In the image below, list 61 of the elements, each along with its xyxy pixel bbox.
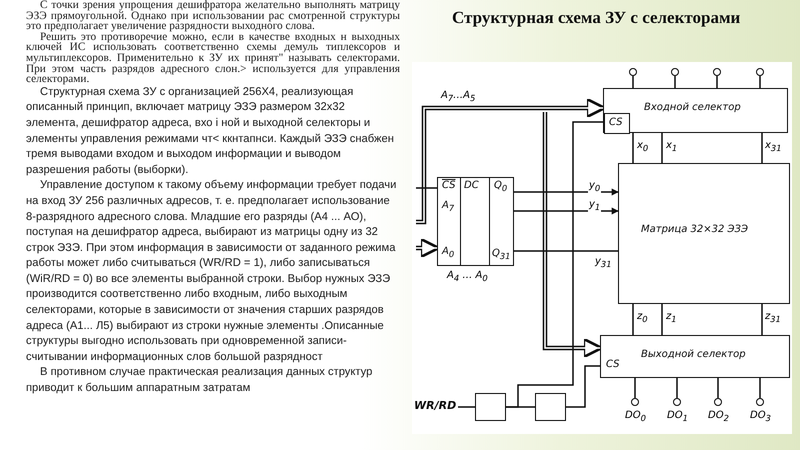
connector-line xyxy=(717,378,719,398)
block-label: Входной селектор xyxy=(644,102,741,113)
connector-line xyxy=(676,378,678,398)
pin-label: DO$_{2}$ xyxy=(708,410,729,423)
connector-line xyxy=(566,365,600,408)
slide-title: Структурная схема ЗУ с селекторами xyxy=(452,8,740,28)
logic-block xyxy=(475,393,506,421)
pin-label: A$_{7}$ xyxy=(442,200,454,213)
edge-label: x$_{0}$ xyxy=(636,140,650,154)
matrix-block xyxy=(618,163,790,304)
connector-line xyxy=(761,133,763,163)
paragraph: В противном случае практическая реализация данных структур приводит к большим аппаратным затратам xyxy=(26,365,374,396)
pin-label: DO$_{1}$ xyxy=(667,410,688,423)
pin-label: A$_{0}$ xyxy=(442,246,454,259)
connector-line xyxy=(632,76,634,88)
connector-line xyxy=(661,133,663,163)
paragraph: Управление доступом к такому объему информации требует подачи на вход ЗУ 256 различных адресов, т. е. предполагает использование 8-разрядного адресного слова. Младшие его разряды (А4 ... АО), поступая на дешифратор адреса, выбирают из матрицы одну из 32 строк ЭЗЭ. При этом информация в зависимости от заданного режима работы может либо считываться (WR/RD = 1), либо записываться (WiR/RD = 0) во все элементы выбранной строки. Выбор нужных ЭЗЭ производится соответственно либо входным, либо выходным селекторами, которые в зависимости от значения старших разрядов адреса (А1... Л5) выбирают из строки нужные элементы .Описанные структуры выгодно использовать при одновременной записи-считывании информационных слов большой разрядност xyxy=(26,178,398,365)
connector-line xyxy=(661,304,663,335)
pin-label: DO$_{0}$ xyxy=(625,410,646,423)
decoder-block xyxy=(437,177,514,266)
connector-line xyxy=(506,121,603,408)
connector-line xyxy=(759,378,761,398)
edge-label: z$_{0}$ xyxy=(636,311,649,325)
connector-line xyxy=(458,406,475,408)
block-label: DC xyxy=(464,180,479,191)
paragraph: Структурная схема ЗУ с организацией 256Х4, реализующая описанный принцип, включает матрицу ЭЗЭ размером 32x32 элемента, дешифратор адреса, вхо і ной и выходной селекторы и элементы управления режимами чт< ккнтапнси. Каждый ЭЗЭ снабжен тремя выводами входом и выходом информации и выводом разрешения работы (выборки). xyxy=(26,84,395,178)
connector-line xyxy=(759,76,761,88)
selector-block xyxy=(600,335,790,378)
edge-label: y$_{31}$ xyxy=(594,256,613,270)
paragraph: С точки зрения упрощения дешифратора желательно выполнять матрицу ЭЗЭ прямоугольной. Однако при использовании рас смотренной структуры это предполагает увеличение разрядности выходного слова. xyxy=(26,0,400,32)
connector-line xyxy=(514,250,618,252)
connector-line xyxy=(761,304,763,335)
logic-block xyxy=(535,393,566,421)
edge-label: x$_{1}$ xyxy=(665,140,678,154)
connector-line xyxy=(632,304,634,335)
paragraph: Решить это противоречие можно, если в качестве входных н выходных ключей ИС использовать соответственно схемы демуль типлексоров и мультиплексоров. Применительно к ЗУ их принят" называть селекторами. При этом часть разрядов адресного слон.> используется для управления селекторами. xyxy=(26,32,400,85)
pin-label: DO$_{3}$ xyxy=(750,410,771,423)
connector-line xyxy=(674,76,676,88)
arrow xyxy=(514,208,619,214)
edge-label: x$_{31}$ xyxy=(764,140,783,154)
pin-label: Q$_{31}$ xyxy=(492,248,510,261)
pin-label: CS xyxy=(606,359,620,370)
edge-label: z$_{31}$ xyxy=(764,311,782,325)
block-label: Матрица 32×32 ЭЗЭ xyxy=(641,224,748,235)
edge-label: z$_{1}$ xyxy=(665,311,678,325)
signal-label: WR/RD xyxy=(414,399,456,415)
pin-label: Q$_{0}$ xyxy=(494,180,508,193)
edge-label: A$_{7}$…A$_{5}$ xyxy=(440,90,476,104)
connector-line xyxy=(634,378,636,398)
pin-label: CS xyxy=(609,117,623,128)
edge-label: A$_{4}$ … A$_{0}$ xyxy=(446,270,489,284)
edge-label: y$_{1}$ xyxy=(588,199,602,213)
edge-label: y$_{0}$ xyxy=(588,180,602,194)
pin-label: CS xyxy=(442,180,456,191)
connector-line xyxy=(716,76,718,88)
selector-block xyxy=(603,88,788,133)
chip-select-box xyxy=(604,113,630,134)
block-label: Выходной селектор xyxy=(641,349,746,360)
connector-line xyxy=(632,133,634,163)
connector-line xyxy=(416,187,437,189)
arrow xyxy=(514,188,619,196)
